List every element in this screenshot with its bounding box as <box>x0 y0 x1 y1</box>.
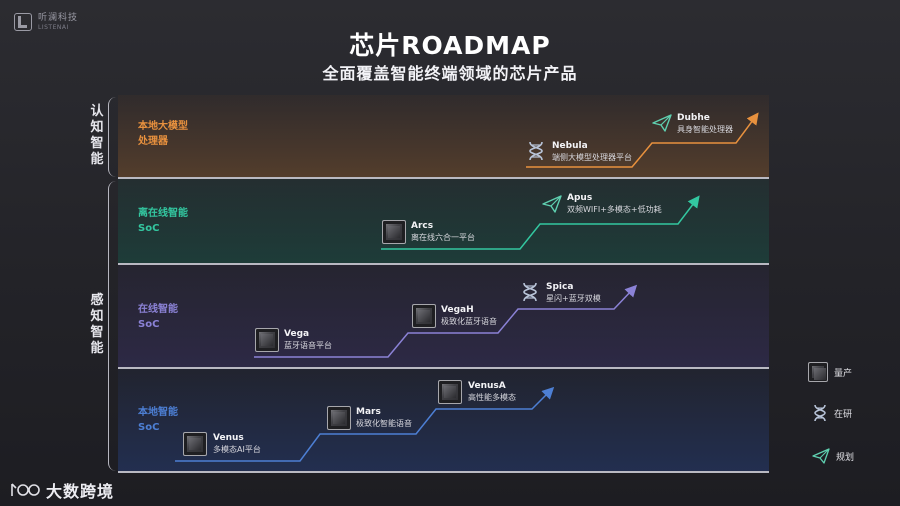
item-name: Mars <box>356 407 381 417</box>
chip-icon <box>327 406 351 430</box>
watermark: 大数跨境 <box>10 478 114 502</box>
item-name: Arcs <box>411 221 434 231</box>
perceptual-bracket <box>108 181 118 471</box>
chip-icon <box>382 220 406 244</box>
paper-plane-icon <box>542 195 562 213</box>
item-desc: 星闪+蓝牙双模 <box>546 294 601 303</box>
item-name: Dubhe <box>677 113 710 123</box>
logo-name-en: LISTENAI <box>38 23 69 31</box>
band-divider <box>118 471 769 473</box>
band-label-local-llm: 本地大模型处理器 <box>138 121 188 147</box>
logo-icon <box>14 13 32 31</box>
item-name: Vega <box>284 329 310 339</box>
item-name: VenusA <box>468 381 506 391</box>
item-desc: 极致化智能语音 <box>356 419 412 428</box>
chip-icon <box>412 304 436 328</box>
watermark-logo-icon <box>11 483 40 496</box>
item-vegah: VegaH 极致化蓝牙语音 <box>441 305 497 327</box>
item-desc: 极致化蓝牙语音 <box>441 317 497 326</box>
item-spica: Spica 星闪+蓝牙双模 <box>546 282 601 304</box>
roadmap-line-online <box>254 284 638 358</box>
band-divider <box>118 263 769 265</box>
item-mars: Mars 极致化智能语音 <box>356 407 412 429</box>
item-nebula: Nebula 端侧大模型处理器平台 <box>552 141 632 163</box>
item-desc: 离在线六合一平台 <box>411 233 475 242</box>
cognitive-bracket <box>108 97 118 177</box>
item-vega: Vega 蓝牙语音平台 <box>284 329 332 351</box>
item-apus: Apus 双频WIFI+多模态+低功耗 <box>567 193 662 215</box>
item-name: Spica <box>546 282 574 292</box>
item-name: Venus <box>213 433 244 443</box>
side-label-perceptual: 感知智能 <box>90 293 104 356</box>
legend-label: 规划 <box>836 452 855 463</box>
item-desc: 具身智能处理器 <box>677 125 733 134</box>
item-dubhe: Dubhe 具身智能处理器 <box>677 113 733 135</box>
legend-label: 量产 <box>834 368 853 379</box>
dna-icon <box>529 141 543 161</box>
band-divider <box>118 367 769 369</box>
page-title: 芯片ROADMAP <box>349 31 551 60</box>
chip-icon <box>255 328 279 352</box>
item-name: Apus <box>567 193 593 203</box>
item-venus: Venus 多模态AI平台 <box>213 433 261 455</box>
item-name: VegaH <box>441 305 474 315</box>
chip-icon <box>808 362 828 382</box>
item-desc: 多模态AI平台 <box>213 445 261 454</box>
logo-name-cn: 听澜科技 <box>38 12 79 23</box>
dna-icon <box>814 404 826 422</box>
roadmap-line-offline-online <box>381 195 700 250</box>
band-bg-online <box>118 264 769 367</box>
side-label-cognitive: 认知智能 <box>90 104 104 167</box>
item-desc: 蓝牙语音平台 <box>284 341 332 350</box>
item-arcs: Arcs 离在线六合一平台 <box>411 221 475 243</box>
company-logo: 听澜科技 LISTENAI <box>14 13 78 31</box>
legend-in-development: 在研 <box>812 404 852 422</box>
band-divider <box>118 177 769 179</box>
watermark-text: 大数跨境 <box>46 482 115 501</box>
item-desc: 高性能多模态 <box>468 393 516 402</box>
dna-icon <box>523 282 537 302</box>
roadmap-line-local-llm <box>526 112 759 168</box>
chip-icon <box>183 432 207 456</box>
legend-planned: 规划 <box>812 448 854 464</box>
paper-plane-icon <box>652 114 672 132</box>
legend-mass-production: 量产 <box>808 362 852 382</box>
band-bg-local-llm <box>118 95 769 177</box>
item-name: Nebula <box>552 141 588 151</box>
item-venusa: VenusA 高性能多模态 <box>468 381 516 403</box>
chip-icon <box>438 380 462 404</box>
roadmap-line-local <box>175 386 555 462</box>
legend-label: 在研 <box>834 409 853 420</box>
paper-plane-icon <box>812 448 830 464</box>
item-desc: 端侧大模型处理器平台 <box>552 153 632 162</box>
page-subtitle: 全面覆盖智能终端领域的芯片产品 <box>322 64 578 83</box>
item-desc: 双频WIFI+多模态+低功耗 <box>567 205 662 214</box>
